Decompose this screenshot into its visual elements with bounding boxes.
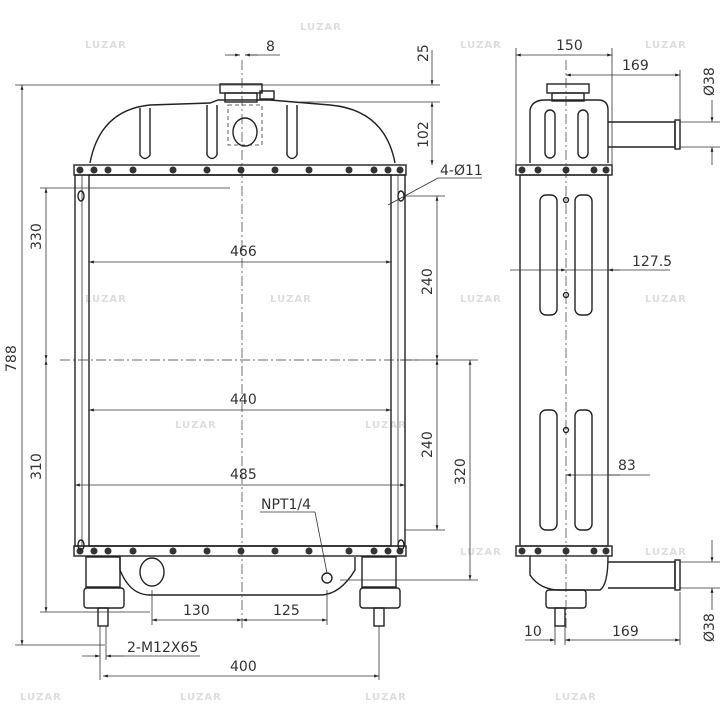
dim-upper-pipe-reach: 169	[622, 58, 649, 74]
watermark: LUZAR	[460, 294, 502, 305]
outlet-port	[139, 557, 165, 587]
mount-hole	[397, 539, 405, 551]
watermark: LUZAR	[85, 294, 127, 305]
watermark: LUZAR	[460, 40, 502, 51]
tank-rib	[206, 105, 218, 160]
side-bottom-tank	[529, 555, 609, 591]
dim-stud-spacing: 400	[230, 659, 257, 675]
dim-frame-width: 485	[230, 467, 257, 483]
side-filler-neck	[551, 92, 585, 102]
front-dimensions: 788 330 310 466 440 485 240 240 320 25 1…	[4, 39, 483, 680]
dim-lower-center-offset: 83	[618, 458, 636, 474]
left-foot	[85, 556, 121, 588]
bottom-tank	[119, 557, 356, 596]
dim-upper-hole-spacing: 240	[420, 268, 436, 295]
left-rubber-mount	[83, 587, 125, 609]
dim-core-inner-width: 440	[230, 392, 257, 408]
dim-lower-hole-spacing: 240	[420, 431, 436, 458]
dim-lower-pipe-reach: 169	[612, 624, 639, 640]
dim-stud-offset: 10	[524, 624, 542, 640]
dim-upper-height: 330	[29, 223, 45, 250]
dim-lower-height: 310	[29, 453, 45, 480]
watermark: LUZAR	[645, 294, 687, 305]
side-filler-cap	[546, 83, 590, 94]
upper-hose-pipe	[608, 121, 676, 148]
inlet-port	[232, 117, 258, 147]
right-foot	[361, 556, 397, 588]
label-studs: 2-M12X65	[127, 640, 198, 656]
dim-lower-offset: 320	[453, 458, 469, 485]
dim-lower-pipe-diameter: Ø38	[702, 613, 718, 642]
watermark: LUZAR	[300, 22, 342, 33]
dim-center-offset: 127.5	[632, 254, 672, 270]
watermark: LUZAR	[645, 40, 687, 51]
front-view	[60, 60, 420, 630]
side-top-tank	[529, 99, 609, 163]
lower-hose-pipe	[608, 561, 676, 589]
watermark: LUZAR	[85, 40, 127, 51]
dim-cap-offset: 8	[266, 39, 275, 55]
watermark: LUZAR	[20, 692, 62, 703]
side-core	[519, 174, 609, 547]
mount-hole	[77, 190, 85, 202]
label-mount-holes: 4-Ø11	[440, 163, 483, 179]
right-rubber-mount	[359, 587, 401, 609]
side-frame	[74, 174, 406, 547]
tank-rib	[139, 108, 151, 160]
label-drain-thread: NPT1/4	[261, 497, 311, 513]
dim-cap-height: 25	[416, 44, 432, 62]
mount-hole	[77, 539, 85, 551]
side-view	[515, 60, 681, 630]
watermark: LUZAR	[270, 294, 312, 305]
watermark: LUZAR	[365, 692, 407, 703]
dim-total-height: 788	[4, 345, 20, 372]
top-tank	[89, 99, 396, 164]
watermark: LUZAR	[175, 420, 217, 431]
watermark: LUZAR	[365, 420, 407, 431]
dim-inlet-offset: 130	[183, 603, 210, 619]
dim-tank-height: 102	[416, 121, 432, 148]
core	[88, 174, 392, 547]
side-stud	[554, 607, 566, 627]
watermark: LUZAR	[555, 692, 597, 703]
filler-neck-hidden	[227, 104, 263, 146]
left-stud	[97, 607, 109, 627]
dim-drain-offset: 125	[273, 603, 300, 619]
dim-core-width: 466	[230, 244, 257, 260]
flange-bolts	[76, 166, 404, 555]
right-stud	[373, 607, 385, 627]
filler-neck	[224, 92, 258, 103]
drain-plug	[321, 572, 333, 584]
watermark: LUZAR	[645, 547, 687, 558]
dim-depth: 150	[556, 38, 583, 54]
overflow-nipple	[259, 90, 275, 100]
watermark: LUZAR	[460, 547, 502, 558]
dim-upper-pipe-diameter: Ø38	[702, 67, 718, 96]
side-dimensions: 150 169 Ø38 127.5 83 10 169 Ø38	[510, 38, 720, 645]
watermarks: LUZAR LUZAR LUZAR LUZAR LUZAR LUZAR LUZA…	[20, 22, 687, 703]
watermark: LUZAR	[180, 692, 222, 703]
tank-rib	[286, 105, 298, 160]
